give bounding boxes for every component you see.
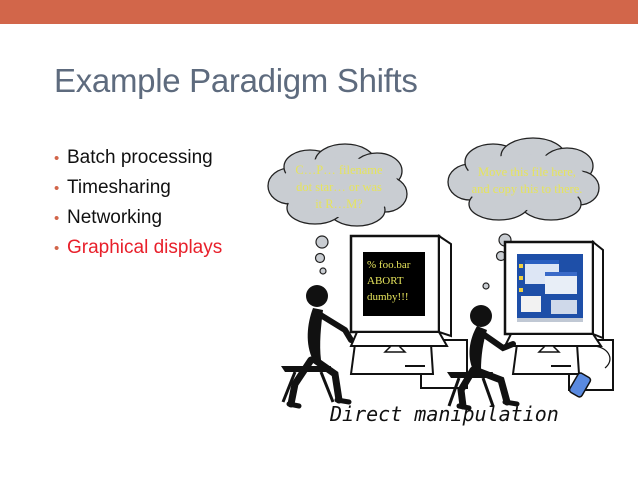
illustration-caption: Direct manipulation: [330, 402, 559, 426]
bullet-item: • Batch processing: [54, 143, 222, 173]
terminal-line: dumby!!!: [367, 291, 409, 303]
bullet-text: Batch processing: [67, 147, 213, 168]
slide-title: Example Paradigm Shifts: [54, 62, 418, 99]
right-person: [447, 305, 520, 411]
bullet-dot: •: [54, 180, 60, 197]
bullet-dot: •: [54, 240, 60, 257]
bullet-item: • Networking: [54, 203, 222, 233]
left-thought-cloud: C…P… filename dot star… or was it R…M?: [267, 143, 408, 275]
left-computer: % foo.bar ABORT dumby!!!: [349, 234, 468, 389]
bullet-text: Networking: [67, 207, 163, 228]
terminal-line: % foo.bar: [367, 259, 411, 271]
computer-users-illustration: C…P… filename dot star… or was it R…M? M…: [267, 137, 614, 411]
bullet-list: • Batch processing • Timesharing • Networki…: [54, 143, 222, 263]
left-thought-line: it R…M?: [315, 197, 363, 211]
top-accent-bar: [0, 0, 638, 24]
bullet-text: Timesharing: [67, 177, 171, 198]
right-computer: [503, 239, 614, 398]
bullet-dot: •: [54, 150, 60, 167]
bullet-item: • Timesharing: [54, 173, 222, 203]
left-thought-line: C…P… filename: [295, 163, 383, 177]
right-thought-cloud: Move this file here, and copy this to th…: [447, 137, 600, 290]
right-thought-line: and copy this to there.: [472, 182, 583, 196]
gui-screen: [517, 254, 583, 322]
terminal-screen: [363, 252, 425, 316]
right-thought-line: Move this file here,: [478, 165, 576, 179]
mouse-icon: [568, 372, 592, 398]
bullet-dot: •: [54, 210, 60, 227]
bullet-item-highlighted: • Graphical displays: [54, 233, 222, 263]
left-person: [281, 285, 354, 409]
terminal-line: ABORT: [367, 275, 404, 287]
bullet-text: Graphical displays: [67, 237, 223, 258]
left-thought-line: dot star… or was: [296, 180, 382, 194]
